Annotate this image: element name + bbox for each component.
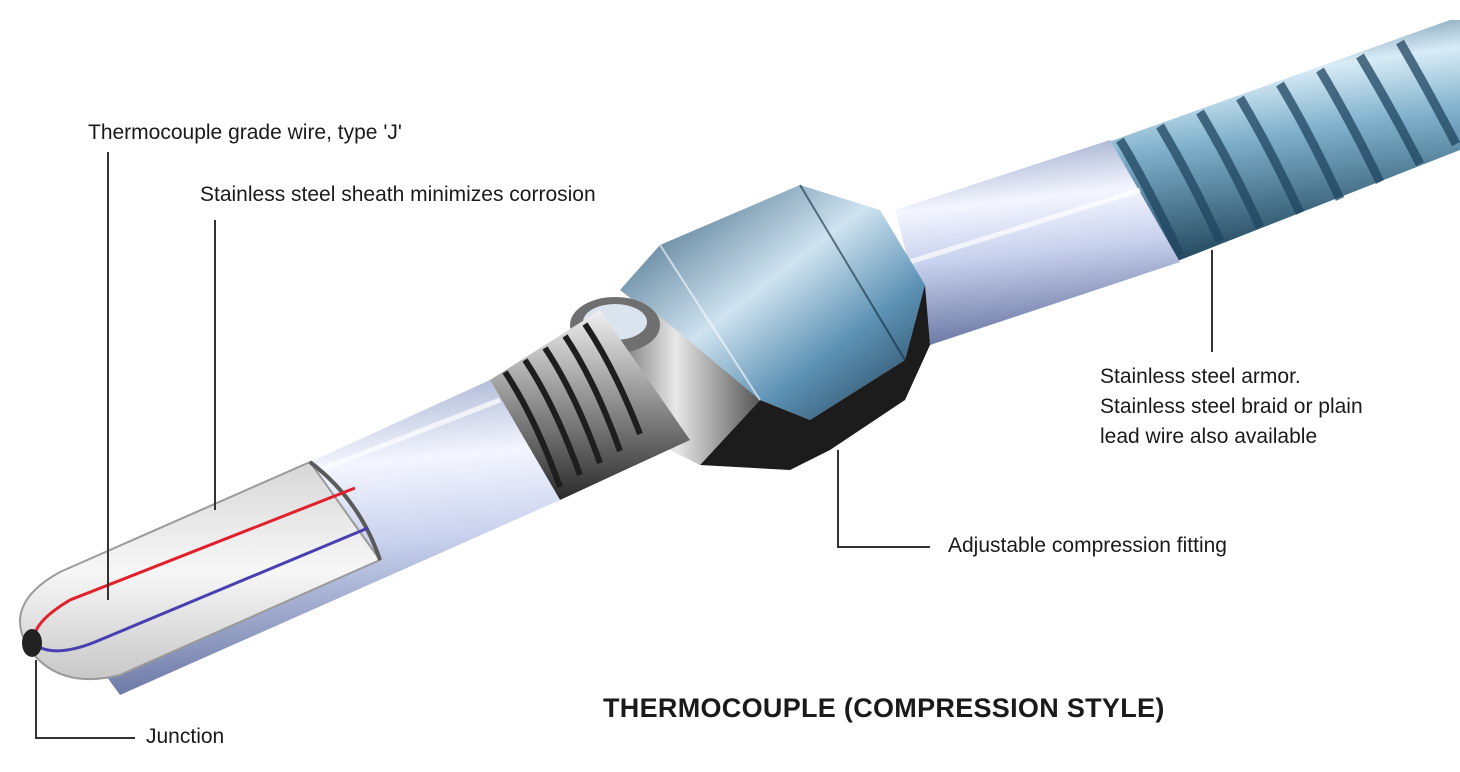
wire-label: Thermocouple grade wire, type 'J' <box>88 121 402 144</box>
armor-section <box>1100 20 1460 262</box>
upper-sheath <box>895 140 1180 345</box>
junction-label: Junction <box>146 725 225 748</box>
diagram-title: THERMOCOUPLE (COMPRESSION STYLE) <box>603 693 1165 723</box>
armor-label-line1: Stainless steel armor. <box>1100 365 1301 388</box>
leader-lines <box>35 152 1213 739</box>
fitting-label: Adjustable compression fitting <box>948 534 1227 557</box>
threaded-portion <box>490 310 690 500</box>
armor-label-line3: lead wire also available <box>1100 425 1318 448</box>
junction-point <box>22 629 42 657</box>
fitting-leader <box>837 450 930 548</box>
sheath-label: Stainless steel sheath minimizes corrosi… <box>200 183 596 206</box>
armor-label-line2: Stainless steel braid or plain <box>1100 395 1363 418</box>
junction-leader <box>35 660 135 739</box>
probe-tip-cutaway <box>19 460 382 681</box>
